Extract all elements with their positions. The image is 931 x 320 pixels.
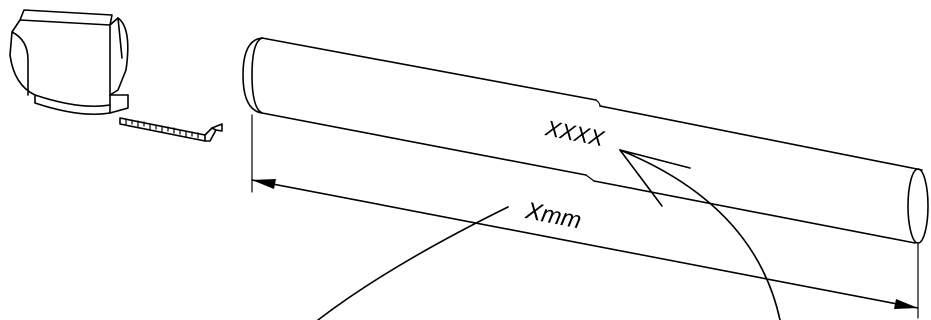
dimension-arrow-left: [252, 179, 276, 189]
dimension-arrow-right: [894, 299, 918, 309]
length-dimension: [251, 114, 919, 319]
tube: [242, 37, 929, 244]
length-dimension-label: Xmm: [522, 197, 583, 234]
tape-measure-icon: [9, 9, 223, 142]
tube-marking-label: XXXX: [543, 115, 608, 151]
dimension-leader-line: [317, 206, 509, 320]
marking-indicator: [619, 149, 781, 320]
